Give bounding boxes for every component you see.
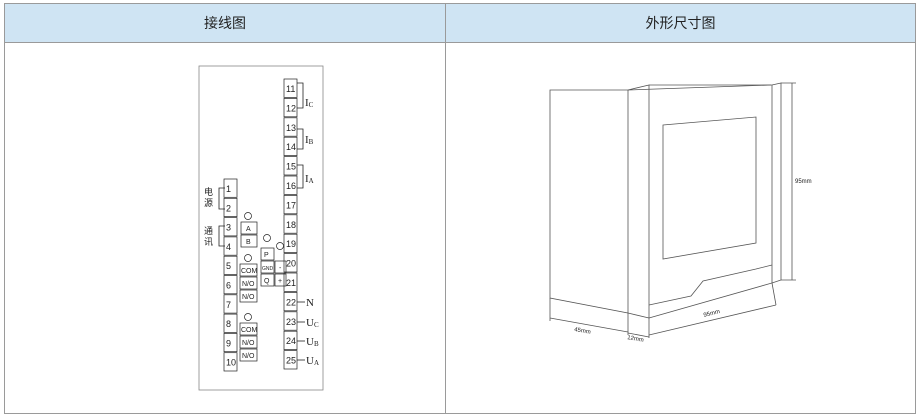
label-ub: UB: [306, 336, 319, 348]
relay1-no1: N/O: [242, 281, 255, 288]
relay1-no2: N/O: [242, 294, 255, 301]
right-terminal-number: 13: [286, 123, 296, 133]
left-terminal-number: 10: [226, 358, 236, 368]
label-power-1: 电: [204, 186, 213, 198]
relay2-com: COM: [241, 327, 258, 334]
label-comm-1: 通: [204, 226, 213, 237]
right-terminal-number: 18: [286, 220, 296, 230]
dim-height: 95mm: [795, 179, 812, 185]
comm-b: B: [246, 239, 251, 246]
right-terminal-box: [283, 175, 298, 195]
pulse-minus: -: [279, 265, 282, 272]
right-terminal-box: [283, 195, 298, 215]
dim-bezel: 12mm: [627, 335, 644, 344]
dim-depth: 45mm: [574, 327, 591, 336]
label-comm-2: 讯: [204, 237, 213, 248]
label-ua: UA: [306, 355, 319, 367]
pulse-p: P: [264, 252, 269, 259]
right-terminal-number: 25: [286, 356, 296, 366]
left-terminal-box: [223, 294, 238, 314]
label-uc: UC: [306, 317, 319, 329]
right-terminal-box: [283, 156, 298, 176]
left-terminal-number: 1: [226, 184, 231, 194]
right-terminal-number: 24: [286, 336, 296, 346]
dim-width: 95mm: [703, 309, 721, 319]
relay2-no2: N/O: [242, 353, 255, 360]
pulse-q: Q: [264, 278, 270, 285]
left-terminal-box: [223, 217, 238, 237]
right-terminal-box: [283, 311, 298, 331]
pulse-gnd: GND: [262, 266, 274, 272]
dimensions-header: 外形尺寸图: [446, 4, 915, 43]
left-terminal-box: [223, 352, 238, 372]
left-terminal-box: [223, 313, 238, 333]
left-terminal-box: [223, 333, 238, 353]
right-terminal-number: 14: [286, 142, 296, 152]
right-terminal-box: [283, 272, 298, 292]
relay1-com: COM: [241, 268, 258, 275]
device-outline: [198, 65, 324, 391]
left-terminal-box: [223, 255, 238, 275]
column-divider: [445, 4, 446, 413]
right-terminal-number: 17: [286, 200, 296, 210]
right-terminal-box: [283, 233, 298, 253]
left-terminal-number: 7: [226, 300, 231, 310]
right-terminal-box: [283, 330, 298, 350]
left-terminal-number: 9: [226, 338, 231, 348]
relay2-no1: N/O: [242, 340, 255, 347]
label-ic: IC: [305, 97, 314, 109]
label-power-2: 源: [204, 198, 213, 209]
wiring-header: 接线图: [5, 4, 445, 43]
left-terminal-number: 4: [226, 242, 231, 252]
right-terminal-number: 12: [286, 103, 296, 113]
label-n: N: [306, 297, 314, 309]
label-ia: IA: [305, 173, 314, 185]
left-terminal-number: 5: [226, 261, 231, 271]
pulse-plus: +: [278, 278, 282, 285]
right-terminal-box: [283, 78, 298, 98]
comm-a: A: [246, 226, 251, 233]
left-terminal-number: 3: [226, 223, 231, 233]
right-terminal-box: [283, 117, 298, 137]
right-terminal-number: 11: [286, 84, 295, 94]
right-terminal-number: 19: [286, 239, 296, 249]
right-terminal-number: 23: [286, 317, 296, 327]
right-terminal-box: [283, 136, 298, 156]
left-terminal-number: 8: [226, 319, 231, 329]
right-terminal-number: 16: [286, 181, 296, 191]
label-ib: IB: [305, 134, 314, 146]
left-terminal-box: [223, 275, 238, 295]
right-terminal-number: 21: [286, 278, 296, 288]
left-terminal-box: [223, 197, 238, 217]
right-terminal-box: [283, 214, 298, 234]
left-terminal-number: 6: [226, 281, 231, 291]
right-terminal-box: [283, 253, 298, 273]
right-terminal-number: 22: [286, 297, 296, 307]
left-terminal-number: 2: [226, 203, 231, 213]
right-terminal-number: 20: [286, 259, 296, 269]
right-terminal-number: 15: [286, 162, 296, 172]
dimension-drawing: 95mm 45mm 12mm 95mm: [549, 82, 812, 344]
